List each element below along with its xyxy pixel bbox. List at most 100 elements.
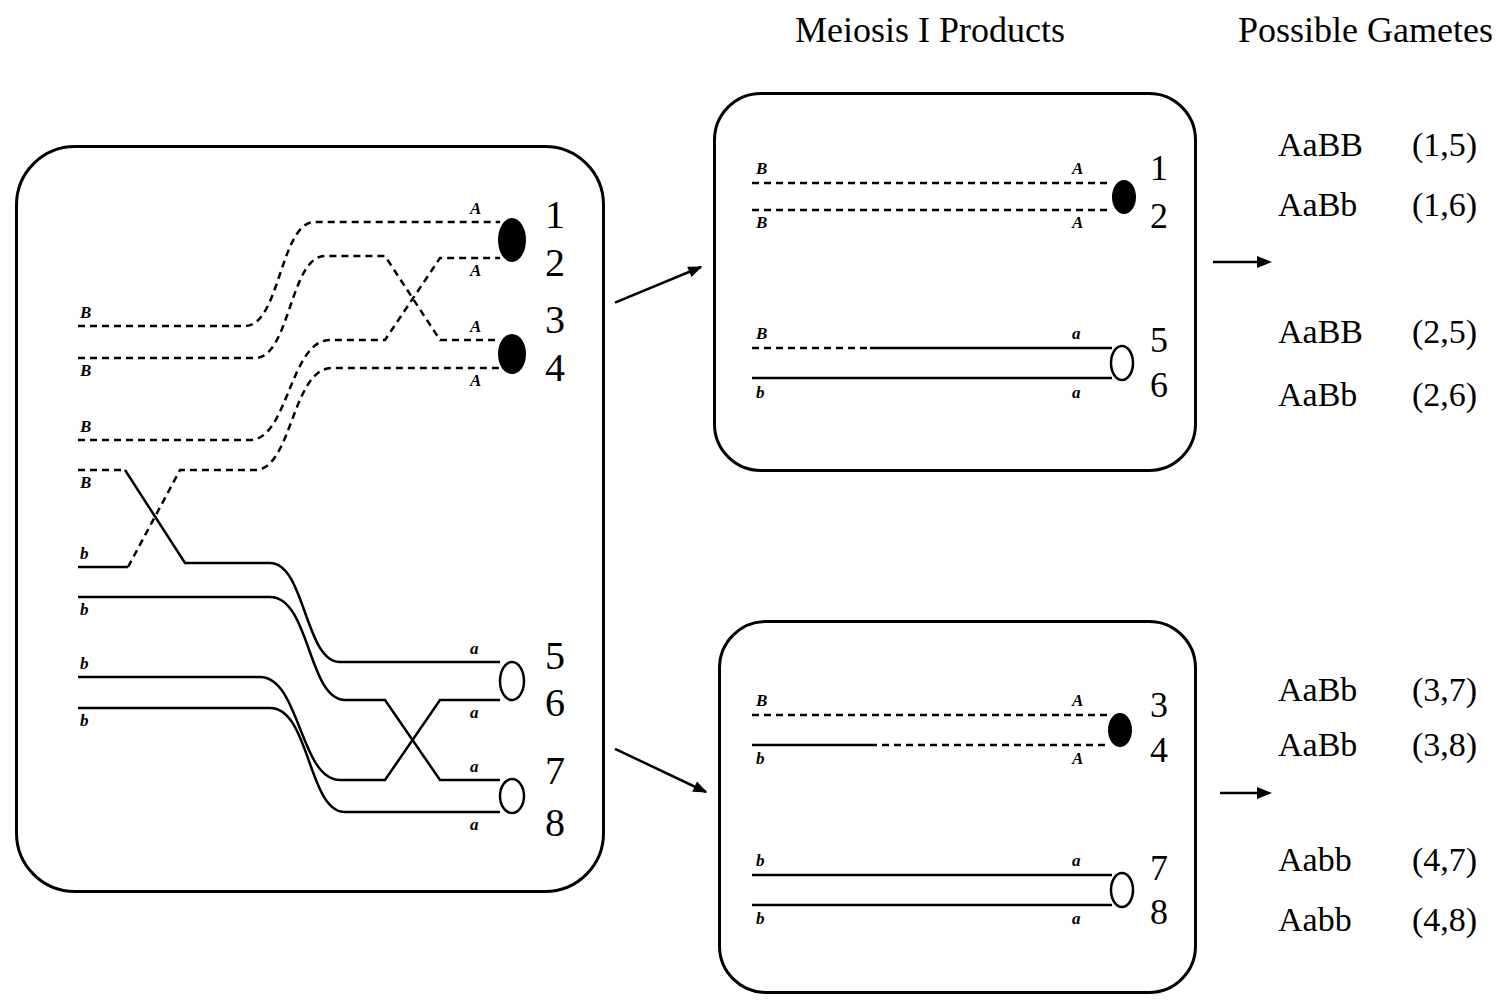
arrow-connector (615, 749, 706, 792)
chromatid (752, 377, 1112, 380)
centromere (1108, 713, 1132, 747)
chromatid (752, 904, 1112, 907)
chromosome-panel: A1A2BA3BA4BBbba5ba6ba7a8 (15, 145, 605, 893)
gamete-genotype: AaBb (1278, 375, 1357, 415)
chromatid-pair: (1,6) (1412, 185, 1477, 225)
allele-label: A (470, 318, 481, 336)
chromatid (752, 209, 1112, 212)
column-heading: Meiosis I Products (795, 10, 1065, 50)
allele-label: a (1072, 910, 1081, 928)
chromatid-number: 1 (1150, 150, 1168, 186)
centromere (498, 218, 526, 262)
allele-label: a (470, 758, 479, 776)
allele-label: b (80, 601, 89, 619)
gamete-genotype: AaBb (1278, 670, 1357, 710)
allele-label: b (80, 655, 89, 673)
allele-label: A (470, 262, 481, 280)
centromere (1112, 180, 1136, 214)
chromatid (870, 347, 1112, 350)
centromere (500, 779, 524, 813)
allele-label: A (470, 200, 481, 218)
chromatid (78, 708, 500, 812)
allele-label: B (80, 418, 91, 436)
centromere (500, 662, 524, 700)
chromatid (128, 368, 500, 567)
allele-label: a (470, 816, 479, 834)
allele-label: b (756, 852, 765, 870)
chromatid (125, 470, 500, 662)
arrow-connector (615, 267, 701, 303)
chromatid-number: 6 (1150, 367, 1168, 403)
chromatid-number: 4 (1150, 732, 1168, 768)
allele-label: B (80, 304, 91, 322)
allele-label: a (1072, 325, 1081, 343)
arrow-head (1257, 256, 1272, 268)
chromatid-pair: (3,7) (1412, 670, 1477, 710)
chromatid-number: 5 (545, 636, 565, 676)
chromatid-number: 4 (545, 348, 565, 388)
chromatid-pair: (2,6) (1412, 375, 1477, 415)
allele-label: B (80, 362, 91, 380)
chromosome-panel: BA1BA2Ba5ba6 (713, 92, 1197, 472)
chromatid-number: 1 (545, 195, 565, 235)
chromatid-pair: (4,7) (1412, 840, 1477, 880)
chromatid-number: 7 (545, 751, 565, 791)
chromatid (78, 469, 125, 472)
allele-label: a (1072, 384, 1081, 402)
chromatid-number: 2 (545, 243, 565, 283)
chromosome-panel: BA3bA4ba7ba8 (718, 620, 1197, 994)
centromere (1111, 873, 1133, 907)
chromatid-number: 7 (1150, 850, 1168, 886)
column-heading: Possible Gametes (1238, 10, 1493, 50)
chromatid-number: 3 (545, 300, 565, 340)
gamete-genotype: AaBB (1278, 125, 1363, 165)
chromatid-pair: (3,8) (1412, 725, 1477, 765)
chromatid (752, 874, 1112, 877)
chromatid (78, 256, 500, 358)
arrow-line (1220, 792, 1260, 795)
allele-label: b (756, 750, 765, 768)
chromatid (752, 744, 870, 747)
arrow-head (1257, 787, 1272, 799)
chromatid (78, 566, 128, 569)
allele-label: a (470, 640, 479, 658)
gamete-genotype: AaBb (1278, 185, 1357, 225)
chromatid-number: 8 (545, 803, 565, 843)
chromatid-pair: (2,5) (1412, 312, 1477, 352)
allele-label: A (1072, 160, 1083, 178)
chromatid (870, 744, 1108, 747)
chromatid (78, 222, 500, 326)
chromatid-pair: (1,5) (1412, 125, 1477, 165)
allele-label: b (756, 384, 765, 402)
allele-label: b (80, 545, 89, 563)
chromatid (752, 182, 1112, 185)
gamete-genotype: Aabb (1278, 840, 1352, 880)
allele-label: B (756, 692, 767, 710)
chromatid-pair: (4,8) (1412, 900, 1477, 940)
allele-label: a (1072, 852, 1081, 870)
allele-label: A (470, 372, 481, 390)
centromere (498, 334, 526, 374)
chromatid-number: 6 (545, 683, 565, 723)
allele-label: A (1072, 214, 1083, 232)
gamete-genotype: AaBB (1278, 312, 1363, 352)
arrow-line (1213, 261, 1260, 264)
allele-label: B (80, 474, 91, 492)
chromatid-number: 2 (1150, 198, 1168, 234)
allele-label: B (756, 325, 767, 343)
gamete-genotype: AaBb (1278, 725, 1357, 765)
chromatid (752, 347, 870, 350)
allele-label: B (756, 160, 767, 178)
chromatid (78, 258, 500, 440)
allele-label: a (470, 704, 479, 722)
chromatid (78, 597, 500, 780)
allele-label: A (1072, 750, 1083, 768)
chromatid-number: 3 (1150, 687, 1168, 723)
allele-label: b (80, 712, 89, 730)
centromere (1111, 346, 1133, 380)
chromatid-number: 8 (1150, 894, 1168, 930)
gamete-genotype: Aabb (1278, 900, 1352, 940)
allele-label: B (756, 214, 767, 232)
